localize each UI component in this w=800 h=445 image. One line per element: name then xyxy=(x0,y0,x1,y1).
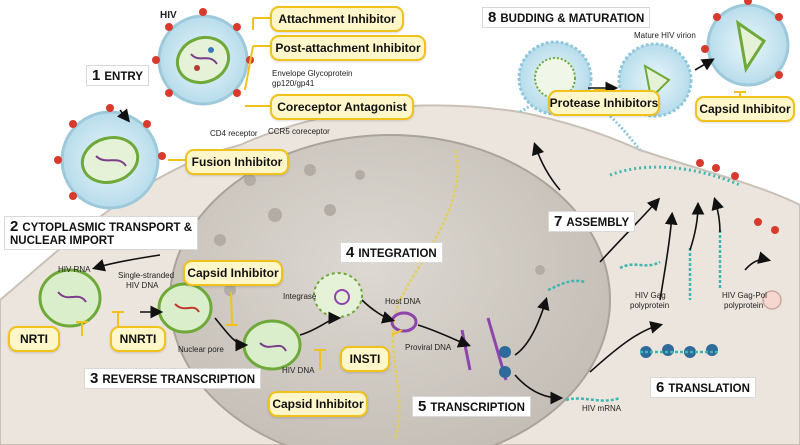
capsid-inhibitor-rt-box: Capsid Inhibitor xyxy=(268,391,368,417)
capsid-reverse-transcription xyxy=(157,282,213,334)
hiv-gagpol-label: HIV Gag-Pol xyxy=(722,291,767,300)
coreceptor-antagonist-box: Coreceptor Antagonist xyxy=(270,94,414,120)
step-label: TRANSLATION xyxy=(668,383,750,395)
step-number: 5 xyxy=(418,398,427,415)
ss-hiv-dna-label: HIV DNA xyxy=(126,281,159,290)
lifecycle-arrows xyxy=(91,58,772,405)
capsid-cytoplasm xyxy=(38,268,102,328)
nrti-box: NRTI xyxy=(8,326,60,352)
host-dna-label: Host DNA xyxy=(385,297,421,306)
step-label: BUDDING & MATURATION xyxy=(500,13,645,25)
step-number: 1 xyxy=(92,67,101,84)
step-number: 7 xyxy=(554,213,563,230)
step-label: ENTRY xyxy=(104,71,143,83)
assembly-spikes xyxy=(696,159,779,234)
hiv-virion-entry xyxy=(54,104,166,210)
ccr5-coreceptor-label: CCR5 coreceptor xyxy=(268,127,330,136)
step-number: 3 xyxy=(90,370,99,387)
mrna-strands xyxy=(547,230,722,402)
step-label: ASSEMBLY xyxy=(566,217,630,229)
capsid-integration xyxy=(313,272,363,318)
cd4-receptor-label: CD4 receptor xyxy=(210,129,258,138)
nuclear-pore-label: Nuclear pore xyxy=(178,345,224,354)
insti-box: INSTI xyxy=(340,346,390,372)
capsid-hiv-dna xyxy=(242,319,302,371)
step-number: 6 xyxy=(656,379,665,396)
assembly-membrane xyxy=(609,165,741,187)
hiv-rna-label: HIV RNA xyxy=(58,265,91,274)
capsid-inhibitor-maturation-box: Capsid Inhibitor xyxy=(695,96,795,122)
mature-virion-label: Mature HIV virion xyxy=(634,31,696,40)
step-label: TRANSCRIPTION xyxy=(430,402,525,414)
step-label-line2: NUCLEAR IMPORT xyxy=(10,235,115,248)
hiv-gagpol-polyprotein-label: polyprotein xyxy=(724,301,764,310)
proviral-dna-label: Proviral DNA xyxy=(405,343,452,352)
post-attachment-inhibitor-box: Post-attachment Inhibitor xyxy=(270,35,426,61)
hiv-gag-polyprotein-label: polyprotein xyxy=(630,301,670,310)
hiv-dna-label: HIV DNA xyxy=(282,366,315,375)
protease-inhibitors-box: Protease Inhibitors xyxy=(548,90,660,116)
capsid-inhibitor-transport-box: Capsid Inhibitor xyxy=(183,260,283,286)
hiv-title: HIV xyxy=(160,10,177,21)
fusion-inhibitor-box: Fusion Inhibitor xyxy=(185,149,289,175)
hiv-virion-mature xyxy=(701,0,790,87)
hiv-virion-top xyxy=(152,8,254,106)
step-label: REVERSE TRANSCRIPTION xyxy=(102,374,256,386)
hiv-mrna-label: HIV mRNA xyxy=(582,404,622,413)
step-label: CYTOPLASMIC TRANSPORT & xyxy=(22,222,193,234)
step-number: 4 xyxy=(346,244,355,261)
step-label: INTEGRATION xyxy=(358,248,437,260)
step-number: 8 xyxy=(488,9,497,26)
attachment-inhibitor-box: Attachment Inhibitor xyxy=(270,6,404,32)
step-number: 2 xyxy=(10,218,19,235)
envelope-glycoprotein-label: Envelope Glycoprotein xyxy=(272,69,353,78)
single-stranded-label: Single-stranded xyxy=(118,271,175,280)
nnrti-box: NNRTI xyxy=(110,326,166,352)
host-dna-strand xyxy=(391,149,459,441)
integrase-label: Integrase xyxy=(283,292,317,301)
vesicle xyxy=(762,290,782,310)
gp120-gp41-label: gp120/gp41 xyxy=(272,79,315,88)
hiv-gag-label: HIV Gag xyxy=(635,291,666,300)
